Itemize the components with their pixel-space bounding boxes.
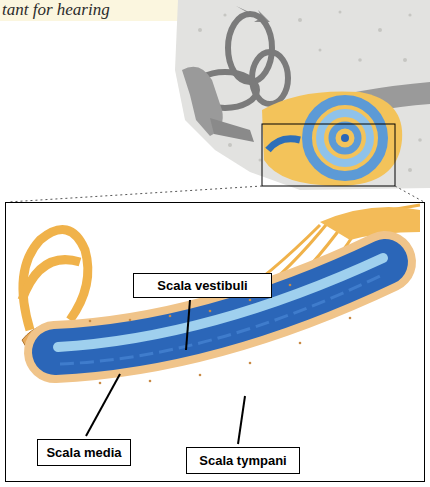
label-text: Scala tympani — [199, 453, 286, 468]
label-text: Scala vestibuli — [157, 278, 247, 293]
leader-line — [238, 396, 245, 444]
label-box: Scala media — [37, 439, 131, 466]
zoom-line — [8, 186, 262, 202]
cochlea-base — [268, 139, 300, 150]
label-box: Scala vestibuli — [133, 273, 272, 298]
caption-ground — [0, 0, 208, 21]
wall-stipple — [89, 284, 352, 385]
zoom-line — [395, 186, 424, 202]
leader-line — [86, 374, 120, 436]
zoom-box — [262, 124, 395, 186]
scala-media-band — [58, 258, 383, 347]
label-box: Scala tympani — [186, 447, 300, 474]
stapes — [210, 118, 254, 142]
inset-frame — [6, 203, 425, 482]
caption-fragment: tant for hearing — [2, 0, 110, 20]
leader-line — [186, 300, 190, 350]
inset-canals — [22, 230, 88, 330]
basilar-membrane — [60, 276, 380, 364]
cochlea-tissue — [262, 91, 402, 186]
cochlea-spiral — [307, 100, 383, 176]
label-text: Scala media — [46, 445, 121, 460]
temporal-bone — [175, 0, 430, 190]
